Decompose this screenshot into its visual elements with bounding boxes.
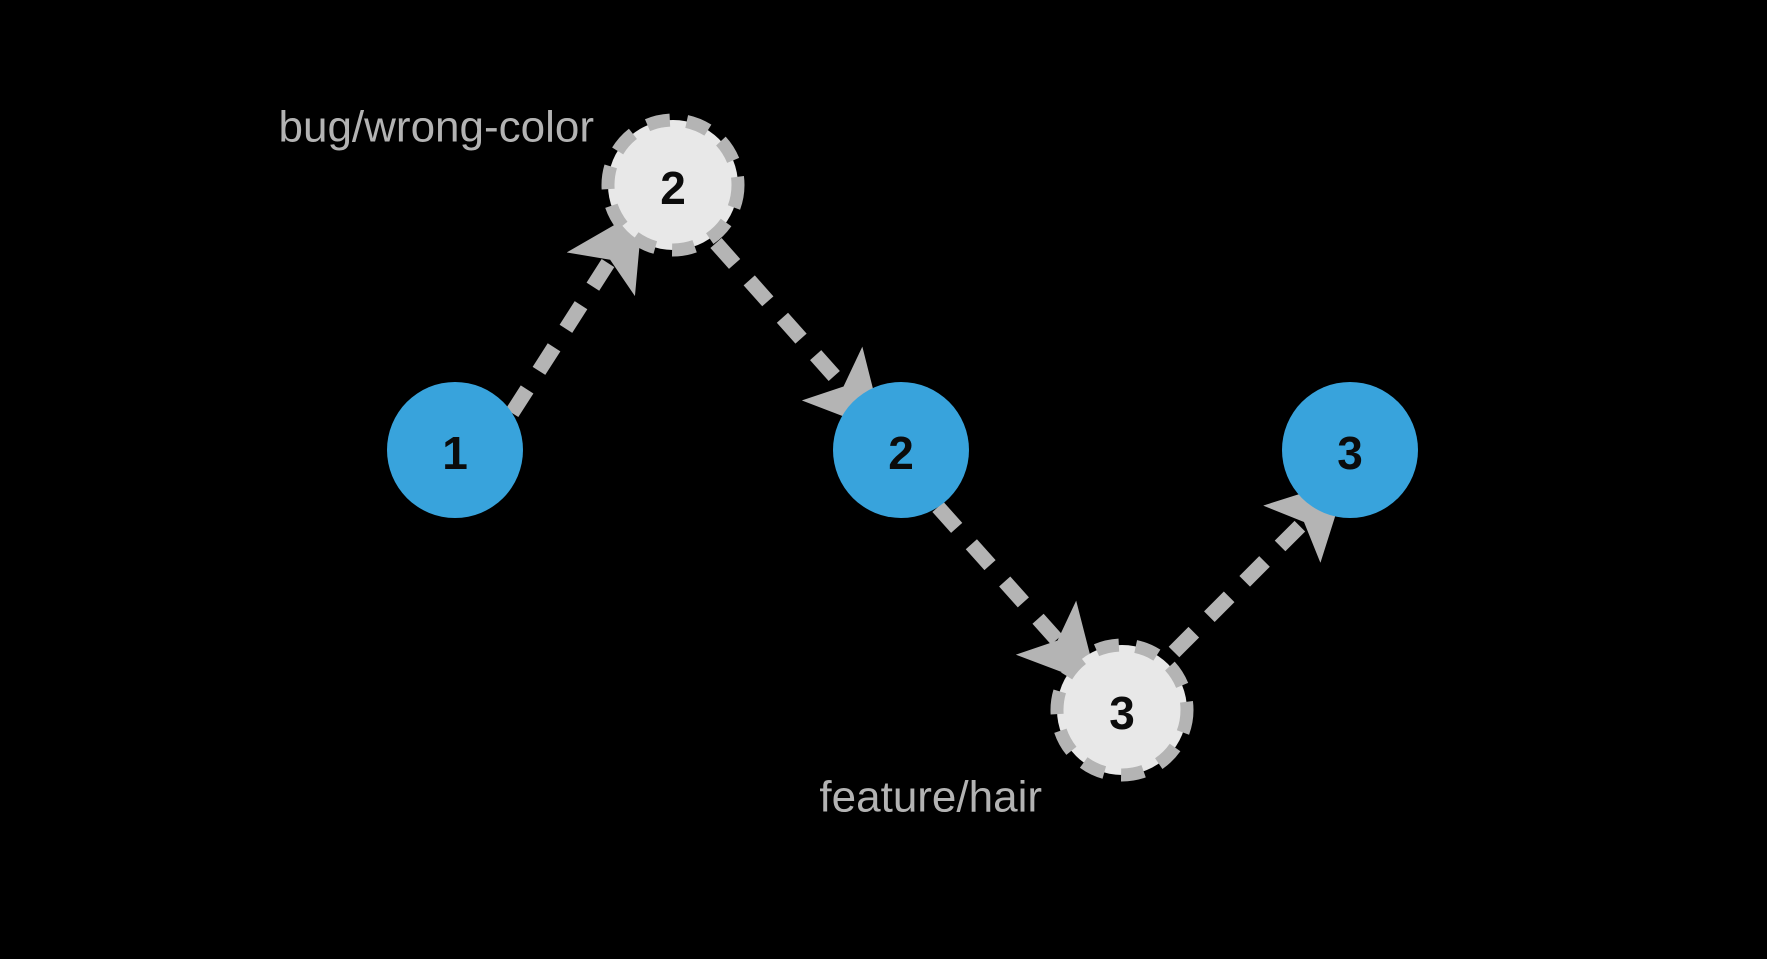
- edge-branch2-to-commit2: [710, 238, 884, 432]
- commit-node-circle[interactable]: [833, 382, 969, 518]
- branch-node-bug-wrong-color[interactable]: 2: [601, 113, 745, 257]
- edge-branch3-to-commit3: [1168, 479, 1347, 658]
- commit-node-3[interactable]: 3: [1282, 382, 1418, 518]
- edge-commit1-to-branch2: [505, 208, 643, 418]
- branch-node-circle[interactable]: [601, 113, 745, 257]
- commit-node-label: 1: [442, 427, 468, 479]
- commit-node-circle[interactable]: [387, 382, 523, 518]
- branch-label-feature-hair: feature/hair: [819, 773, 1042, 822]
- branch-node-label: 3: [1109, 687, 1135, 739]
- branch-node-label: 2: [660, 162, 686, 214]
- commit-node-circle[interactable]: [1282, 382, 1418, 518]
- commit-node-1[interactable]: 1: [387, 382, 523, 518]
- commit-node-2[interactable]: 2: [833, 382, 969, 518]
- branch-node-feature-hair[interactable]: 3: [1050, 638, 1194, 782]
- edge-commit2-to-branch3: [932, 501, 1099, 686]
- branch-label-bug-wrong-color: bug/wrong-color: [279, 103, 595, 152]
- branch-node-circle[interactable]: [1050, 638, 1194, 782]
- commit-node-label: 2: [888, 427, 914, 479]
- commit-node-label: 3: [1337, 427, 1363, 479]
- edge-group: [505, 208, 1347, 686]
